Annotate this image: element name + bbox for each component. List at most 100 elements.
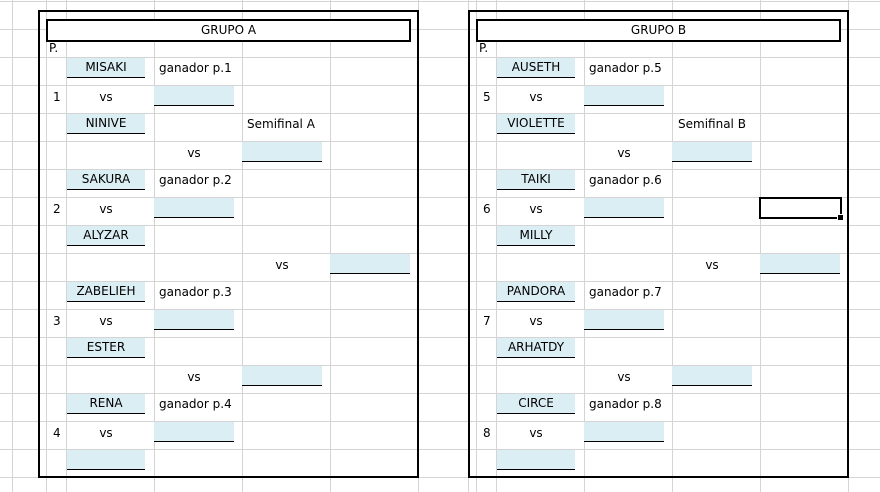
- group-b-match7-num: 7: [483, 314, 491, 328]
- gridline-col: [154, 0, 155, 492]
- group-b-match6-bottom[interactable]: MILLY: [497, 226, 575, 246]
- gridline-row: [0, 421, 880, 422]
- group-b-match6-vs: vs: [529, 202, 543, 216]
- group-a-match3-bottom[interactable]: ESTER: [67, 338, 145, 358]
- group-a-p-label: P.: [49, 41, 59, 55]
- gridline-col: [476, 0, 477, 492]
- gridline-row: [0, 365, 880, 366]
- group-b-title: GRUPO B: [476, 19, 841, 42]
- fill-handle[interactable]: [837, 214, 844, 221]
- group-b-match8-vs: vs: [529, 426, 543, 440]
- group-a-title: GRUPO A: [46, 19, 411, 42]
- gridline-row: [0, 477, 880, 478]
- group-a-semifinal-label: Semifinal A: [247, 117, 315, 131]
- group-a-match2-vs: vs: [99, 202, 113, 216]
- group-a-match2-top[interactable]: SAKURA: [67, 170, 145, 190]
- group-a-semifinal2-field[interactable]: [242, 366, 322, 386]
- group-b-match6-winner-field[interactable]: [584, 198, 664, 218]
- gridline-row: [0, 309, 880, 310]
- group-b-match5-vs: vs: [529, 90, 543, 104]
- group-a-final-field[interactable]: [330, 254, 410, 274]
- group-b-final-field[interactable]: [760, 254, 840, 274]
- group-b-match7-top[interactable]: PANDORA: [497, 282, 575, 302]
- group-a-match1-num: 1: [53, 90, 61, 104]
- group-a-match4-bottom[interactable]: [67, 450, 145, 470]
- gridline-row: [0, 281, 880, 282]
- group-b-match6-top[interactable]: TAIKI: [497, 170, 575, 190]
- group-b-match8-num: 8: [483, 426, 491, 440]
- group-b-p-label: P.: [479, 41, 489, 55]
- gridline-col: [242, 0, 243, 492]
- group-b-match6-num: 6: [483, 202, 491, 216]
- group-a-match1-winner-field[interactable]: [154, 86, 234, 106]
- gridline-row: [0, 57, 880, 58]
- group-a-vs-final: vs: [275, 258, 289, 272]
- gridline-row: [0, 449, 880, 450]
- gridline-row: [0, 29, 880, 30]
- group-a-match2-bottom[interactable]: ALYZAR: [67, 226, 145, 246]
- gridline-row: [0, 113, 880, 114]
- group-b-match5-winner-field[interactable]: [584, 86, 664, 106]
- group-b-match7-winner-label: ganador p.7: [589, 285, 662, 299]
- gridline-row: [0, 141, 880, 142]
- gridline-col: [12, 0, 13, 492]
- gridline-row: [0, 197, 880, 198]
- group-a-match1-vs: vs: [99, 90, 113, 104]
- group-a-match4-winner-field[interactable]: [154, 422, 234, 442]
- group-b-match5-winner-label: ganador p.5: [589, 61, 662, 75]
- group-a-match1-bottom[interactable]: NINIVE: [67, 114, 145, 134]
- group-a-match4-num: 4: [53, 426, 61, 440]
- gridline-col: [496, 0, 497, 492]
- group-a-match1-winner-label: ganador p.1: [159, 61, 232, 75]
- gridline-col: [672, 0, 673, 492]
- group-b-match8-bottom[interactable]: [497, 450, 575, 470]
- group-a-match3-winner-field[interactable]: [154, 310, 234, 330]
- group-b-border: [468, 10, 849, 478]
- group-b-match7-bottom[interactable]: ARHATDY: [497, 338, 575, 358]
- group-a-semifinal1-field[interactable]: [242, 142, 322, 162]
- group-b-match7-vs: vs: [529, 314, 543, 328]
- group-b-match8-top[interactable]: CIRCE: [497, 394, 575, 414]
- group-a-match1-top[interactable]: MISAKI: [67, 58, 145, 78]
- group-a-match4-vs: vs: [99, 426, 113, 440]
- group-a-vs-semi2: vs: [187, 370, 201, 384]
- group-b-vs-semi1: vs: [617, 146, 631, 160]
- group-b-semifinal2-field[interactable]: [672, 366, 752, 386]
- gridline-row: [0, 1, 880, 2]
- gridline-col: [46, 0, 47, 492]
- group-b-semifinal-label: Semifinal B: [678, 117, 746, 131]
- group-b-semifinal1-field[interactable]: [672, 142, 752, 162]
- group-a-match4-winner-label: ganador p.4: [159, 397, 232, 411]
- group-a-match3-winner-label: ganador p.3: [159, 285, 232, 299]
- group-b-match8-winner-field[interactable]: [584, 422, 664, 442]
- gridline-col: [330, 0, 331, 492]
- gridline-row: [0, 393, 880, 394]
- gridline-row: [0, 169, 880, 170]
- group-b-match6-winner-label: ganador p.6: [589, 173, 662, 187]
- group-a-match3-vs: vs: [99, 314, 113, 328]
- gridline-row: [0, 85, 880, 86]
- group-b-vs-semi2: vs: [617, 370, 631, 384]
- group-a-match3-num: 3: [53, 314, 61, 328]
- group-b-match7-winner-field[interactable]: [584, 310, 664, 330]
- group-a-match2-winner-label: ganador p.2: [159, 173, 232, 187]
- gridline-col: [584, 0, 585, 492]
- group-a-match2-winner-field[interactable]: [154, 198, 234, 218]
- gridline-row: [0, 337, 880, 338]
- group-a-match3-top[interactable]: ZABELIEH: [67, 282, 145, 302]
- active-cell-selection[interactable]: [759, 197, 844, 221]
- gridline-col: [760, 0, 761, 492]
- group-b-match8-winner-label: ganador p.8: [589, 397, 662, 411]
- group-b-vs-final: vs: [705, 258, 719, 272]
- group-a-match2-num: 2: [53, 202, 61, 216]
- group-b-match5-top[interactable]: AUSETH: [497, 58, 575, 78]
- gridline-row: [0, 253, 880, 254]
- gridline-col: [66, 0, 67, 492]
- group-a-match4-top[interactable]: RENA: [67, 394, 145, 414]
- group-a-border: [38, 10, 419, 478]
- gridline-row: [0, 225, 880, 226]
- group-a-vs-semi1: vs: [187, 146, 201, 160]
- group-b-match5-bottom[interactable]: VIOLETTE: [497, 114, 575, 134]
- group-b-match5-num: 5: [483, 90, 491, 104]
